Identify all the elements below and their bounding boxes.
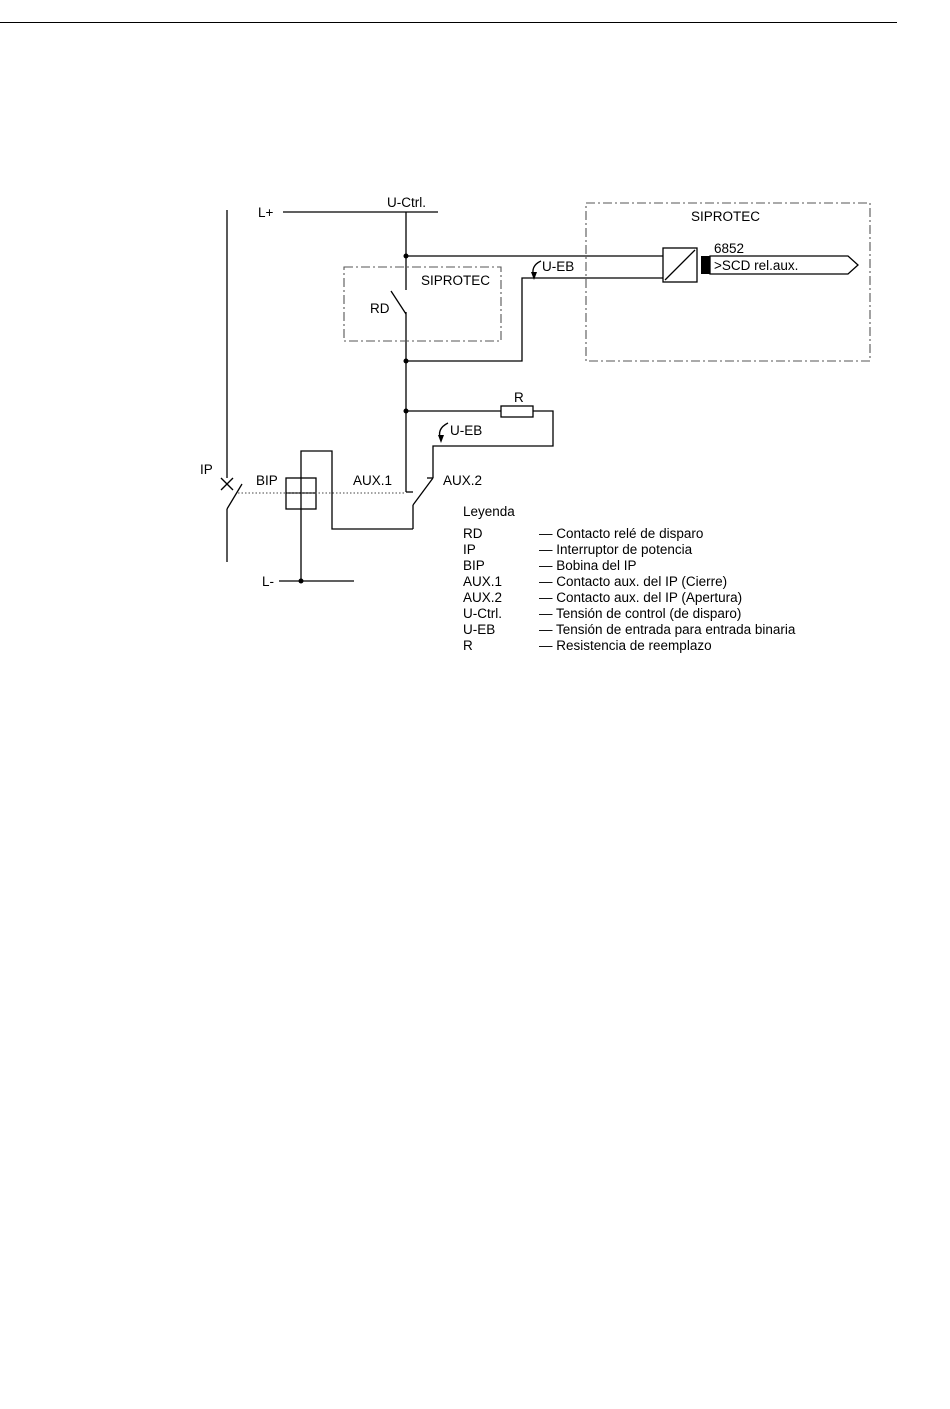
label-l-plus: L+ [258,205,274,220]
label-r: R [514,390,524,405]
legend-desc: — Contacto relé de disparo [539,526,703,541]
label-ip: IP [200,462,213,477]
binary-input-wire-bottom [406,277,663,362]
label-number: 6852 [714,241,744,256]
legend-key: IP [463,542,476,557]
label-aux1: AUX.1 [353,473,392,488]
siprotec-small-box [343,266,502,342]
aux2-contact [412,477,434,506]
optocoupler-box [662,247,698,283]
label-siprotec-big: SIPROTEC [691,209,760,224]
label-input-name: >SCD rel.aux. [714,258,798,273]
legend-desc: — Interruptor de potencia [539,542,693,557]
legend-key: BIP [463,558,485,573]
legend-desc: — Resistencia de reemplazo [539,638,712,653]
label-u-ctrl: U-Ctrl. [387,195,426,210]
legend-key: RD [463,526,483,541]
legend-desc: — Contacto aux. del IP (Apertura) [539,590,742,605]
legend-title: Leyenda [463,504,515,519]
header-rule [0,22,897,23]
label-bip: BIP [256,473,278,488]
siprotec-big-box [585,202,871,362]
label-aux2: AUX.2 [443,473,482,488]
legend-desc: — Contacto aux. del IP (Cierre) [539,574,727,589]
legend-key: AUX.1 [463,574,502,589]
rd-contact [390,290,407,315]
legend-desc: — Bobina del IP [539,558,637,573]
legend-key: U-Ctrl. [463,606,502,621]
input-name-arrow [709,255,859,275]
legend-desc: — Tensión de entrada para entrada binari… [539,622,796,637]
label-rd: RD [370,301,390,316]
legend-key: U-EB [463,622,495,637]
input-marker [701,256,710,274]
label-l-minus: L- [262,574,274,589]
label-u-eb-top: U-EB [542,259,574,274]
label-siprotec-small: SIPROTEC [421,273,490,288]
legend-key: AUX.2 [463,590,502,605]
legend-desc: — Tensión de control (de disparo) [539,606,741,621]
label-u-eb-bottom: U-EB [450,423,482,438]
legend-key: R [463,638,473,653]
circuit-diagram: L+ U-Ctrl. SIPROTEC 6852 >SCD rel.aux. U… [200,195,871,653]
resistor [500,405,534,418]
ip-cross-b [220,477,234,491]
ip-contact [226,483,243,510]
